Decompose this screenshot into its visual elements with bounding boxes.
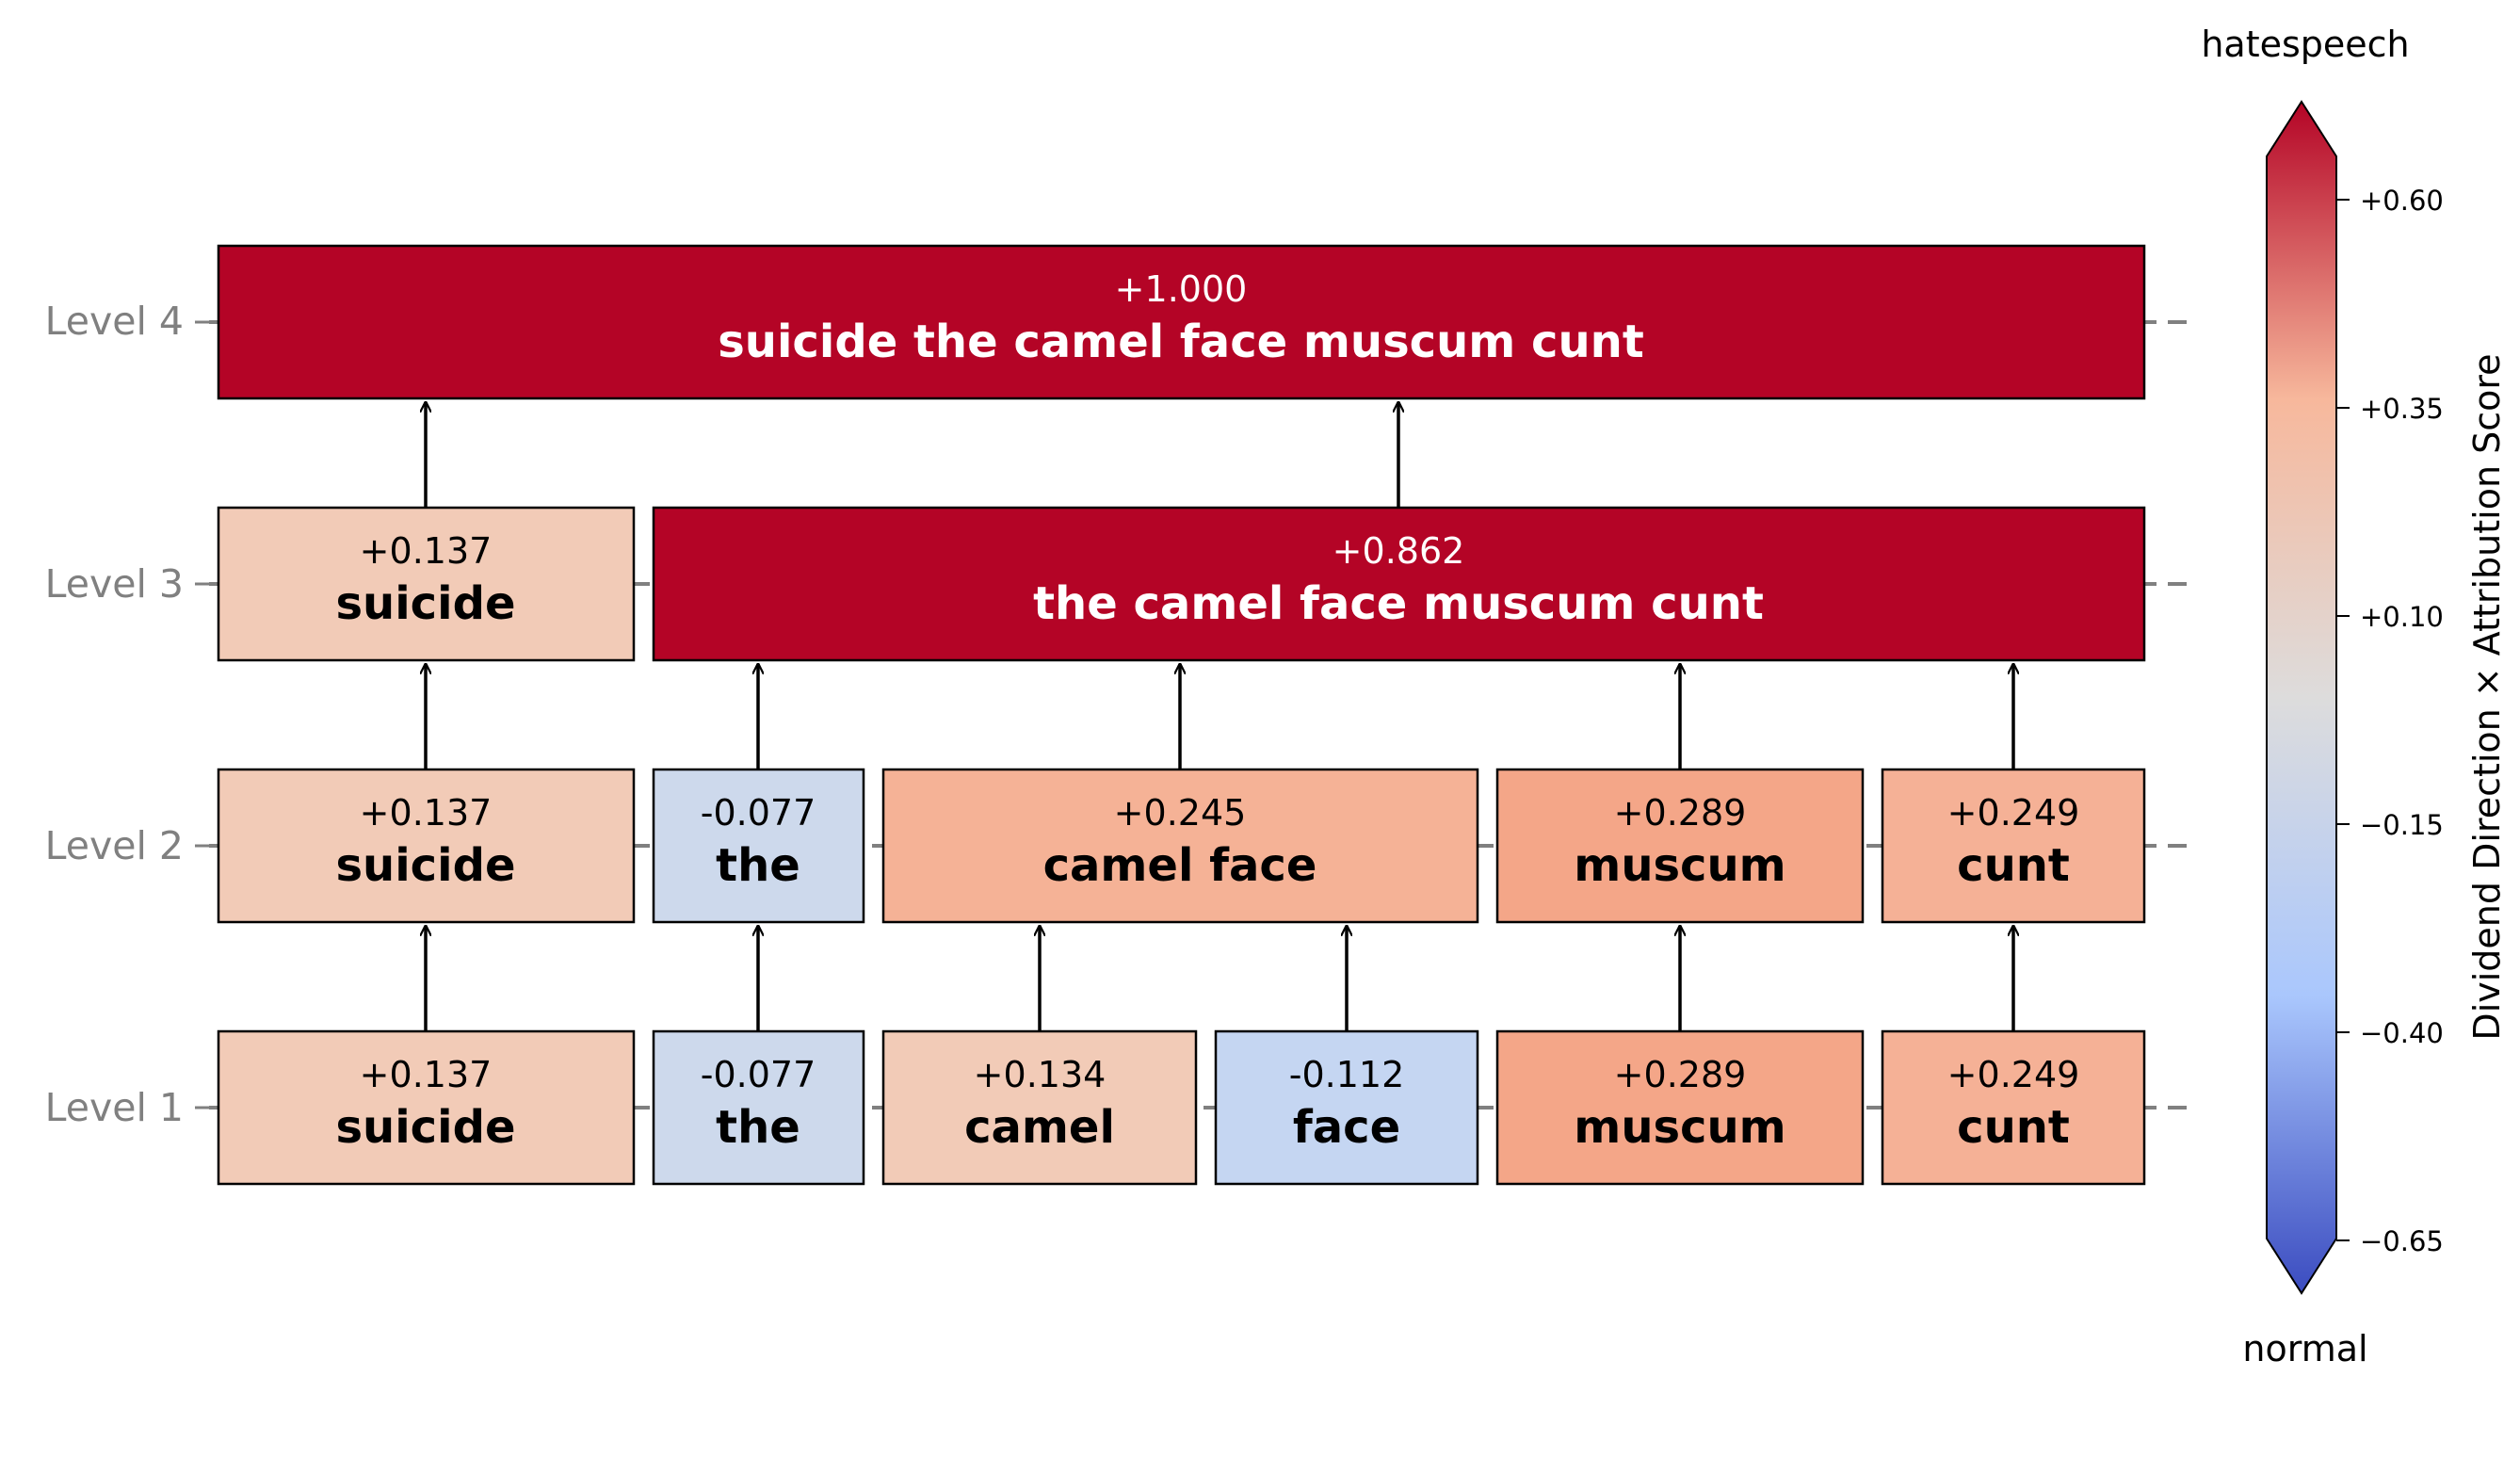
- svg-text:the camel face muscum cunt: the camel face muscum cunt: [1033, 577, 1764, 630]
- colorbar: hatespeech normal +0.60 +0.35 +0.10 −0.1…: [2201, 24, 2508, 1369]
- svg-text:suicide: suicide: [335, 839, 515, 892]
- svg-text:cunt: cunt: [1957, 839, 2070, 892]
- node-level4-full-sentence: +1.000 suicide the camel face muscum cun…: [217, 244, 2146, 400]
- node-level2-camel-face: +0.245 camel face: [881, 768, 1479, 924]
- node-level3-suicide: +0.137 suicide: [217, 506, 636, 662]
- colorbar-top-label: hatespeech: [2201, 24, 2409, 65]
- svg-text:-0.077: -0.077: [701, 1054, 816, 1095]
- node-level1-the: -0.077 the: [652, 1029, 865, 1186]
- node-level2-the: -0.077 the: [652, 768, 865, 924]
- node-level1-face: -0.112 face: [1214, 1029, 1479, 1186]
- svg-text:+0.249: +0.249: [1947, 792, 2080, 834]
- node-level3-phrase: +0.862 the camel face muscum cunt: [652, 506, 2146, 662]
- svg-text:-0.112: -0.112: [1289, 1054, 1405, 1095]
- colorbar-tick-label: +0.60: [2360, 185, 2444, 217]
- svg-text:Level 2: Level 2: [45, 823, 184, 868]
- level-label-3: Level 3: [45, 561, 209, 607]
- svg-text:the: the: [716, 1101, 800, 1154]
- colorbar-gradient: [2266, 100, 2337, 1295]
- svg-text:muscum: muscum: [1574, 839, 1785, 892]
- svg-text:Level 4: Level 4: [45, 299, 184, 344]
- svg-text:+0.289: +0.289: [1614, 1054, 1747, 1095]
- colorbar-tick-label: −0.65: [2360, 1225, 2444, 1257]
- svg-text:+0.249: +0.249: [1947, 1054, 2080, 1095]
- node-level1-cunt: +0.249 cunt: [1881, 1029, 2146, 1186]
- level-label-1: Level 1: [45, 1085, 209, 1130]
- svg-text:suicide: suicide: [335, 577, 515, 630]
- level-label-4: Level 4: [45, 299, 209, 344]
- svg-text:camel face: camel face: [1043, 839, 1317, 892]
- node-level1-muscum: +0.289 muscum: [1495, 1029, 1865, 1186]
- svg-text:the: the: [716, 839, 800, 892]
- svg-text:suicide: suicide: [335, 1101, 515, 1154]
- level-label-2: Level 2: [45, 823, 209, 868]
- colorbar-tick-label: +0.35: [2360, 393, 2444, 425]
- svg-text:+0.289: +0.289: [1614, 792, 1747, 834]
- svg-text:+0.245: +0.245: [1114, 792, 1247, 834]
- svg-text:Level 1: Level 1: [45, 1085, 184, 1130]
- svg-text:muscum: muscum: [1574, 1101, 1785, 1154]
- svg-text:face: face: [1293, 1101, 1400, 1154]
- node-level2-suicide: +0.137 suicide: [217, 768, 636, 924]
- svg-text:Level 3: Level 3: [45, 561, 184, 607]
- colorbar-tick-label: −0.40: [2360, 1017, 2444, 1049]
- colorbar-tick-label: +0.10: [2360, 601, 2444, 633]
- node-level2-cunt: +0.249 cunt: [1881, 768, 2146, 924]
- svg-text:+0.137: +0.137: [360, 530, 493, 572]
- svg-text:suicide the camel face muscum: suicide the camel face muscum cunt: [718, 316, 1644, 368]
- svg-text:camel: camel: [964, 1101, 1115, 1154]
- colorbar-axis-label: Dividend Direction × Attribution Score: [2466, 353, 2508, 1040]
- svg-text:-0.077: -0.077: [701, 792, 816, 834]
- node-level2-muscum: +0.289 muscum: [1495, 768, 1865, 924]
- svg-text:+0.134: +0.134: [974, 1054, 1107, 1095]
- node-level1-camel: +0.134 camel: [881, 1029, 1198, 1186]
- node-level1-suicide: +0.137 suicide: [217, 1029, 636, 1186]
- svg-text:+0.137: +0.137: [360, 792, 493, 834]
- colorbar-tick-label: −0.15: [2360, 809, 2444, 841]
- svg-text:+0.137: +0.137: [360, 1054, 493, 1095]
- svg-text:+0.862: +0.862: [1333, 530, 1465, 572]
- colorbar-bottom-label: normal: [2242, 1328, 2367, 1369]
- svg-text:cunt: cunt: [1957, 1101, 2070, 1154]
- colorbar-ticks: +0.60 +0.35 +0.10 −0.15 −0.40 −0.65: [2336, 185, 2444, 1257]
- svg-text:+1.000: +1.000: [1115, 268, 1248, 310]
